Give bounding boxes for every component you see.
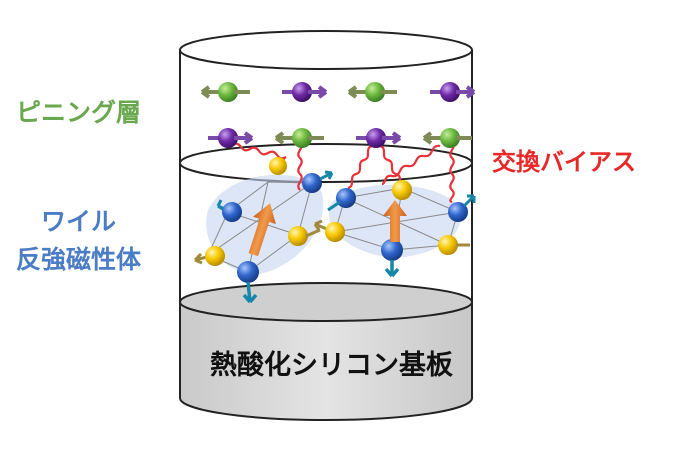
pinning-atom — [208, 128, 252, 148]
weyl-atom — [438, 235, 470, 255]
weyl-atom — [381, 239, 403, 276]
weyl-label-line1: ワイル — [16, 203, 141, 241]
pinning-row-top — [202, 82, 474, 102]
weyl-antiferromagnet-label: ワイル 反強磁性体 — [16, 203, 141, 279]
pinning-layer-label: ピニング層 — [16, 93, 141, 129]
substrate-label: 熱酸化シリコン基板 — [210, 343, 453, 382]
pinning-atom — [202, 82, 250, 102]
pinning-atom — [349, 82, 397, 102]
exchange-bias-label: 交換バイアス — [492, 142, 636, 177]
pinning-atom — [424, 128, 472, 148]
weyl-label-line2: 反強磁性体 — [16, 241, 141, 279]
pinning-atom — [282, 82, 326, 102]
weyl-atom — [448, 196, 474, 222]
pinning-atom — [430, 82, 474, 102]
top-rim — [180, 31, 472, 69]
weyl-atom — [392, 180, 412, 200]
weyl-atom — [195, 246, 225, 266]
weyl-atom — [269, 157, 287, 175]
